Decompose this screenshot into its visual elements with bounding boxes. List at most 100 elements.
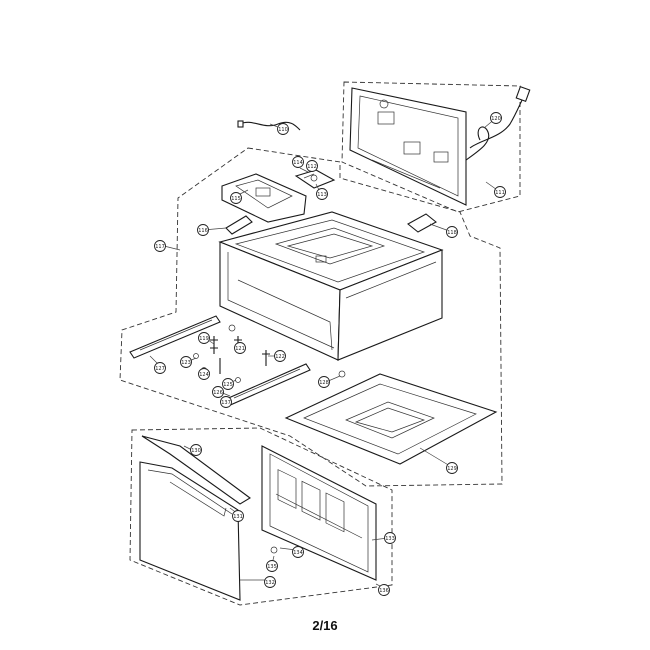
bracket-right xyxy=(407,213,437,233)
door-inner-frame xyxy=(261,445,377,581)
callout-number: 123 xyxy=(181,360,191,366)
callout-c20: 129 xyxy=(446,462,458,474)
callout-number: 129 xyxy=(447,466,457,472)
callout-bubble xyxy=(446,226,458,238)
callout-number: 126 xyxy=(213,390,223,396)
callout-number: 113 xyxy=(317,192,327,198)
callout-number: 125 xyxy=(223,382,233,388)
callout-number: 127 xyxy=(155,366,165,372)
drain-tray xyxy=(284,373,498,465)
power-cord-icon xyxy=(465,85,531,161)
door-assembly-boundary xyxy=(129,427,393,606)
callout-number: 117 xyxy=(155,244,165,250)
callout-bubble xyxy=(384,532,396,544)
callout-bubble xyxy=(378,584,390,596)
callout-number: 120 xyxy=(491,116,501,122)
callout-c28: 137 xyxy=(220,396,232,408)
door-screw xyxy=(270,546,278,554)
callout-number: 115 xyxy=(231,196,241,202)
callout-c12: 121 xyxy=(234,342,246,354)
callout-c10: 118 xyxy=(446,226,458,238)
callout-number: 124 xyxy=(199,372,209,378)
callout-number: 137 xyxy=(221,400,231,406)
callout-c22: 131 xyxy=(232,510,244,522)
callout-number: 128 xyxy=(319,380,329,386)
callout-bubble xyxy=(154,362,166,374)
callout-c15: 124 xyxy=(198,368,210,380)
callout-c11: 119 xyxy=(198,332,210,344)
callout-number: 134 xyxy=(293,550,303,556)
callout-bubble xyxy=(197,224,209,236)
callout-c3: 111 xyxy=(494,186,506,198)
callout-bubble xyxy=(154,240,166,252)
callout-bubble xyxy=(190,444,202,456)
callout-c4: 112 xyxy=(306,160,318,172)
callout-c2: 120 xyxy=(490,112,502,124)
callout-bubble xyxy=(232,510,244,522)
callout-bubble xyxy=(198,332,210,344)
callout-bubble xyxy=(230,192,242,204)
control-module xyxy=(294,169,336,189)
callout-c1: 110 xyxy=(277,123,289,135)
cabinet-frame xyxy=(218,211,444,361)
callout-number: 110 xyxy=(278,127,288,133)
callout-c18: 127 xyxy=(154,362,166,374)
callout-bubble xyxy=(490,112,502,124)
callout-number: 131 xyxy=(233,514,243,520)
callout-bubble xyxy=(494,186,506,198)
callout-bubble xyxy=(264,576,276,588)
callout-c8: 116 xyxy=(197,224,209,236)
door-handle-trim xyxy=(141,435,251,505)
callout-number: 132 xyxy=(265,580,275,586)
callout-bubble xyxy=(274,350,286,362)
callout-number: 111 xyxy=(495,190,505,196)
callout-bubble xyxy=(446,462,458,474)
callout-c27: 136 xyxy=(378,584,390,596)
top-plate xyxy=(221,173,307,223)
callout-bubble xyxy=(316,188,328,200)
main-assembly-boundary xyxy=(119,147,503,487)
callout-c9: 117 xyxy=(154,240,166,252)
callout-number: 130 xyxy=(191,448,201,454)
callout-bubble xyxy=(292,546,304,558)
callout-bubble xyxy=(212,386,224,398)
callout-bubble xyxy=(234,342,246,354)
callout-bubble xyxy=(222,378,234,390)
callout-bubble xyxy=(266,560,278,572)
callout-c14: 123 xyxy=(180,356,192,368)
callout-number: 135 xyxy=(267,564,277,570)
wire-harness-icon xyxy=(237,120,301,131)
callout-c17: 126 xyxy=(212,386,224,398)
callout-c7: 115 xyxy=(230,192,242,204)
callout-bubble xyxy=(198,368,210,380)
callout-c26: 135 xyxy=(266,560,278,572)
callout-bubble xyxy=(318,376,330,388)
callout-number: 112 xyxy=(307,164,317,170)
slide-rail-right xyxy=(223,363,311,407)
callout-c25: 134 xyxy=(292,546,304,558)
callout-bubble xyxy=(277,123,289,135)
callout-c19: 128 xyxy=(318,376,330,388)
page-number: 2/16 xyxy=(312,618,338,633)
callout-number: 136 xyxy=(379,588,389,594)
callout-c23: 132 xyxy=(264,576,276,588)
callout-c16: 125 xyxy=(222,378,234,390)
callout-bubble xyxy=(220,396,232,408)
callout-c6: 114 xyxy=(292,156,304,168)
callout-c5: 113 xyxy=(316,188,328,200)
back-cover-panel xyxy=(349,87,467,206)
bracket-left xyxy=(225,215,253,235)
callout-bubble xyxy=(292,156,304,168)
callout-c24: 133 xyxy=(384,532,396,544)
callout-number: 118 xyxy=(447,230,457,236)
callout-number: 133 xyxy=(385,536,395,542)
callout-c13: 122 xyxy=(274,350,286,362)
callout-number: 114 xyxy=(293,160,303,166)
callout-bubble xyxy=(306,160,318,172)
callout-bubble xyxy=(180,356,192,368)
callout-number: 116 xyxy=(198,228,208,234)
slide-rail-left xyxy=(129,315,221,359)
callout-number: 119 xyxy=(199,336,209,342)
callout-number: 122 xyxy=(275,354,285,360)
